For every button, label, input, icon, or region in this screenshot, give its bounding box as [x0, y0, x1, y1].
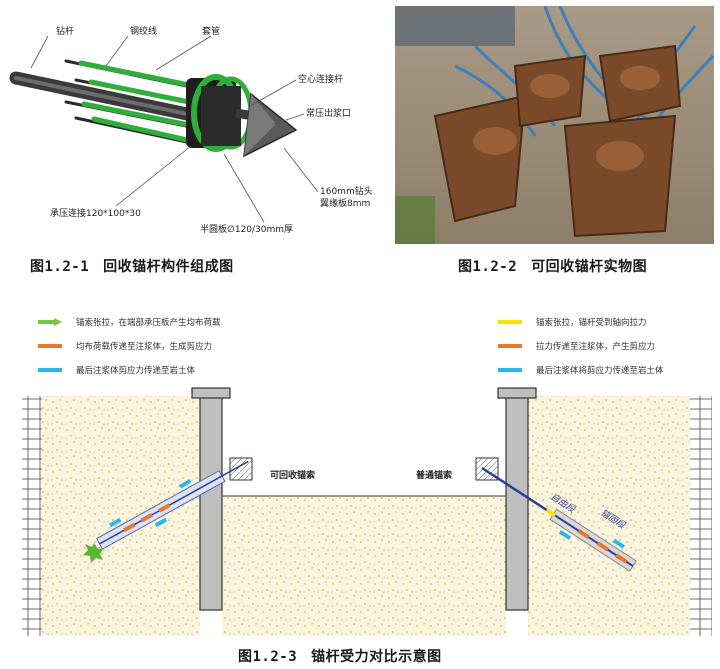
legend-text: 均布荷载传递至注浆体，生成剪应力 [76, 342, 213, 352]
caption-text: 锚杆受力对比示意图 [311, 649, 442, 665]
caption-text: 可回收锚杆实物图 [531, 259, 648, 275]
legend-text: 锚索张拉，锚杆受到轴向拉力 [536, 318, 647, 328]
legend-right-1: 锚索张拉，锚杆受到轴向拉力 [498, 316, 647, 328]
label-strand: 钢绞线 [130, 27, 158, 37]
recovered-anchor-photo [395, 5, 715, 244]
label-flange-plate: 翼缘板8mm [320, 199, 371, 209]
caption-text: 回收锚杆构件组成图 [103, 259, 234, 275]
label-bearing-connection: 承压连接120*100*30 [50, 209, 141, 219]
legend-left-3: 最后注浆体剪应力传递至岩土体 [38, 364, 195, 376]
caption-number: 图1.2-3 [238, 649, 298, 665]
blue-dash-icon [38, 368, 62, 372]
label-ordinary-anchor: 普通锚索 [416, 469, 452, 481]
component-diagram: 钻杆 钢绞线 套管 空心连接杆 常压出浆口 160mm钻头 翼缘板8mm 承压连… [6, 6, 378, 244]
label-recoverable-anchor: 可回收锚索 [270, 469, 315, 481]
anchor-assembly-illustration [9, 35, 319, 223]
figure-caption-1: 图1.2-1 回收锚杆构件组成图 [30, 256, 234, 276]
legend-right-2: 拉力传递至注浆体，产生剪应力 [498, 340, 655, 352]
orange-dash-icon [38, 344, 62, 348]
legend-text: 锚索张拉，在端部承压板产生均布荷载 [76, 318, 221, 328]
label-sleeve: 套管 [202, 27, 221, 37]
legend-text: 拉力传递至注浆体，产生剪应力 [536, 342, 656, 352]
legend-right-3: 最后注浆体将剪应力传递至岩土体 [498, 364, 664, 376]
force-comparison-diagram: 可回收锚索 普通锚索 自由段 锚固段 [22, 384, 712, 636]
figure-caption-3: 图1.2-3 锚杆受力对比示意图 [238, 646, 442, 666]
excavation-section: 可回收锚索 普通锚索 自由段 锚固段 [22, 387, 712, 636]
legend-text: 最后注浆体将剪应力传递至岩土体 [536, 366, 664, 376]
legend-left-1: 锚索张拉，在端部承压板产生均布荷载 [38, 316, 221, 328]
blue-dash-icon [498, 368, 522, 372]
label-half-plate: 半圆板∅120/30mm厚 [200, 225, 294, 235]
legend-text: 最后注浆体剪应力传递至岩土体 [76, 366, 196, 376]
green-arrow-icon [38, 318, 62, 326]
caption-number: 图1.2-1 [30, 259, 90, 275]
yellow-dash-icon [498, 320, 522, 324]
orange-dash-icon [498, 344, 522, 348]
figure-caption-2: 图1.2-2 可回收锚杆实物图 [458, 256, 647, 276]
label-grout-outlet: 常压出浆口 [306, 109, 352, 119]
label-drill-bit-size: 160mm钻头 [320, 187, 373, 197]
legend-left-2: 均布荷载传递至注浆体，生成剪应力 [38, 340, 212, 352]
anchor-photo [395, 5, 715, 244]
label-hollow-rod: 空心连接杆 [298, 75, 344, 85]
caption-number: 图1.2-2 [458, 259, 518, 275]
label-drill-rod: 钻杆 [56, 27, 75, 37]
